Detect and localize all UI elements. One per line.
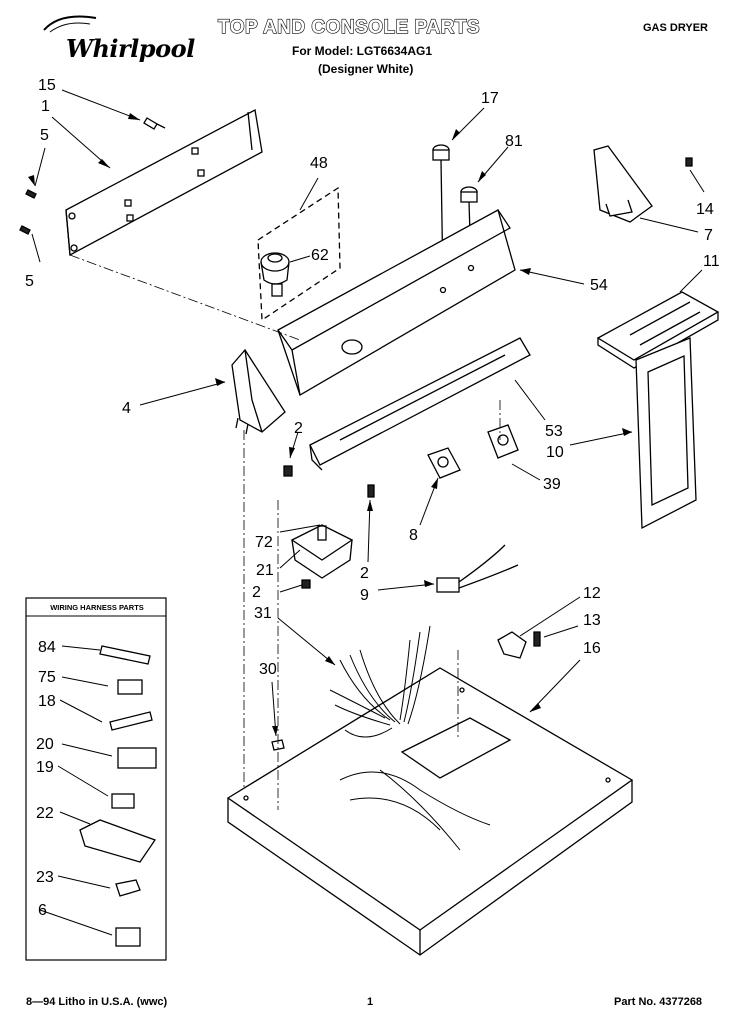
callouts: 15 1 5 5 48 62 17 81 54 14 7 11 4 53 10 … — [25, 77, 720, 919]
callout-81: 81 — [505, 133, 523, 150]
callout-54: 54 — [590, 277, 608, 294]
callout-21: 21 — [256, 562, 274, 579]
part-18-terminal — [109, 711, 153, 731]
part-22-connector — [79, 819, 157, 863]
footer-litho: 8—94 Litho in U.S.A. (wwc) — [26, 996, 168, 1008]
callout-7: 7 — [704, 227, 713, 244]
part-11-cover — [596, 291, 720, 369]
part-75-connector — [117, 679, 143, 695]
callout-72: 72 — [255, 534, 273, 551]
color-line: (Designer White) — [318, 62, 414, 76]
harness-parts — [79, 645, 157, 947]
part-54-console — [277, 209, 516, 396]
callout-18: 18 — [38, 693, 56, 710]
part-16-top — [226, 667, 634, 956]
callout-39: 39 — [543, 476, 561, 493]
callout-16: 16 — [583, 640, 601, 657]
callout-5a: 5 — [40, 127, 49, 144]
part-9-harness — [436, 544, 519, 593]
callout-13: 13 — [583, 612, 601, 629]
part-53-bracket — [309, 337, 531, 471]
part-4-endcap — [231, 348, 286, 435]
harness-leaders — [39, 645, 113, 936]
callout-6: 6 — [38, 902, 47, 919]
callout-8: 8 — [409, 527, 418, 544]
callout-1: 1 — [41, 98, 50, 115]
callout-75: 75 — [38, 669, 56, 686]
part-10-panel — [635, 337, 697, 530]
part-7-bracket — [593, 145, 653, 223]
part-5-screws — [19, 189, 37, 235]
page-title: TOP AND CONSOLE PARTS — [217, 16, 481, 38]
part-20-connector — [117, 747, 157, 769]
callout-62: 62 — [311, 247, 329, 264]
part-39-switch — [487, 424, 519, 459]
brand-logo: Whirlpool — [66, 34, 195, 63]
part-15-screw — [143, 117, 166, 130]
callout-2a: 2 — [294, 420, 303, 437]
alignment-lines — [69, 254, 501, 810]
leader-arrowheads — [28, 113, 632, 736]
callout-53: 53 — [545, 423, 563, 440]
callout-9: 9 — [360, 587, 369, 604]
part-84-terminal — [99, 645, 151, 665]
callout-11: 11 — [703, 253, 720, 270]
callout-4: 4 — [122, 400, 131, 417]
part-8-switch — [427, 447, 461, 479]
callout-2c: 2 — [252, 584, 261, 601]
part-19-connector — [111, 793, 135, 809]
part-48-group-outline — [257, 186, 341, 322]
part-2-screw-a — [283, 465, 293, 477]
callout-14: 14 — [696, 201, 714, 218]
harness-box — [25, 597, 167, 961]
part-2-screw-c — [301, 579, 311, 589]
product-type: GAS DRYER — [643, 22, 708, 34]
part-14-screw — [685, 157, 693, 167]
callout-20: 20 — [36, 736, 54, 753]
callout-84: 84 — [38, 639, 56, 656]
part-62-knob — [260, 252, 290, 297]
callout-12: 12 — [583, 585, 601, 602]
brand-logo-swoosh — [43, 15, 97, 33]
callout-17: 17 — [481, 90, 499, 107]
callout-30: 30 — [259, 661, 277, 678]
part-30-clip — [271, 739, 285, 751]
part-81-knob — [460, 186, 478, 266]
callout-19: 19 — [36, 759, 54, 776]
callout-15: 15 — [38, 77, 56, 94]
callout-31: 31 — [254, 605, 272, 622]
callout-48: 48 — [310, 155, 328, 172]
callout-5b: 5 — [25, 273, 34, 290]
part-1-bracket — [65, 109, 263, 257]
model-line: For Model: LGT6634AG1 — [292, 44, 433, 58]
callout-10: 10 — [546, 444, 564, 461]
part-2-screw-b — [367, 484, 375, 498]
part-31-harness — [329, 625, 491, 851]
part-12-clip — [497, 631, 527, 659]
callout-23: 23 — [36, 869, 54, 886]
part-13-screw — [533, 631, 541, 647]
part-23-clip — [115, 879, 141, 897]
part-21-timer — [290, 524, 354, 579]
footer-part-number: Part No. 4377268 — [614, 996, 703, 1008]
callout-22: 22 — [36, 805, 54, 822]
part-6-connector — [115, 927, 141, 947]
footer-page-number: 1 — [367, 996, 374, 1008]
harness-box-title: WIRING HARNESS PARTS — [50, 603, 144, 612]
callout-2b: 2 — [360, 565, 369, 582]
